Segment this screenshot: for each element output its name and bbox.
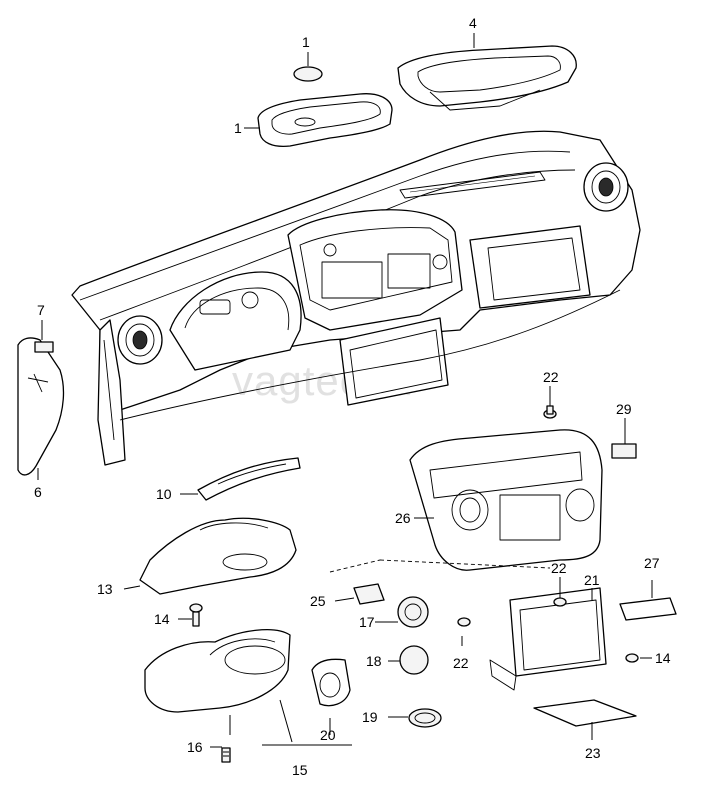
callout-10: 10 (156, 486, 172, 502)
callout-14b: 14 (655, 650, 671, 666)
ring (408, 708, 442, 728)
callout-20: 19 (362, 709, 378, 725)
callout-7: 7 (37, 302, 45, 318)
dashboard-panel (71, 130, 641, 466)
callout-17: 17 (359, 614, 375, 630)
side-cover (17, 337, 65, 476)
bezel (311, 658, 351, 707)
callout-22b: 22 (453, 655, 469, 671)
switch (397, 596, 429, 628)
screw-22-c (553, 597, 567, 607)
cover-plate (619, 597, 677, 621)
pad (611, 443, 637, 459)
callout-25: 27 (644, 555, 660, 571)
knob (399, 645, 429, 675)
clip (34, 341, 54, 353)
callout-15: 15 (292, 762, 308, 778)
callout-4: 4 (469, 15, 477, 31)
callout-13: 13 (97, 581, 113, 597)
callout-19: 18 (366, 653, 382, 669)
mat (533, 699, 637, 727)
callout-22c: 22 (551, 560, 567, 576)
screw-22-a (543, 405, 557, 419)
display-trim-frame (257, 93, 393, 148)
callout-3: 1 (302, 34, 310, 50)
screw (221, 747, 231, 763)
callout-27: 26 (395, 510, 411, 526)
leader-lines (37, 33, 653, 748)
screw-22-b (457, 617, 471, 627)
callout-14a: 14 (154, 611, 170, 627)
storage-tray (397, 45, 577, 111)
screw-upper (189, 603, 203, 627)
cap (293, 66, 323, 82)
upper-column-cover (139, 517, 297, 595)
center-console-trim (409, 429, 603, 571)
callout-16: 16 (187, 739, 203, 755)
callout-21: 21 (584, 572, 600, 588)
callouts: 1 4 1 7 6 10 13 14 16 15 20 17 18 19 25 … (34, 15, 671, 778)
lower-column-cover (144, 629, 291, 713)
bracket (353, 583, 385, 605)
callout-23: 23 (585, 745, 601, 761)
callout-22a: 22 (543, 369, 559, 385)
callout-1: 1 (234, 120, 242, 136)
radio-frame (489, 587, 607, 691)
trim-strip (197, 457, 301, 501)
callout-6: 6 (34, 484, 42, 500)
screw-right (625, 653, 639, 663)
callout-26: 25 (310, 593, 326, 609)
callout-18: 20 (320, 727, 336, 743)
callout-29: 29 (616, 401, 632, 417)
